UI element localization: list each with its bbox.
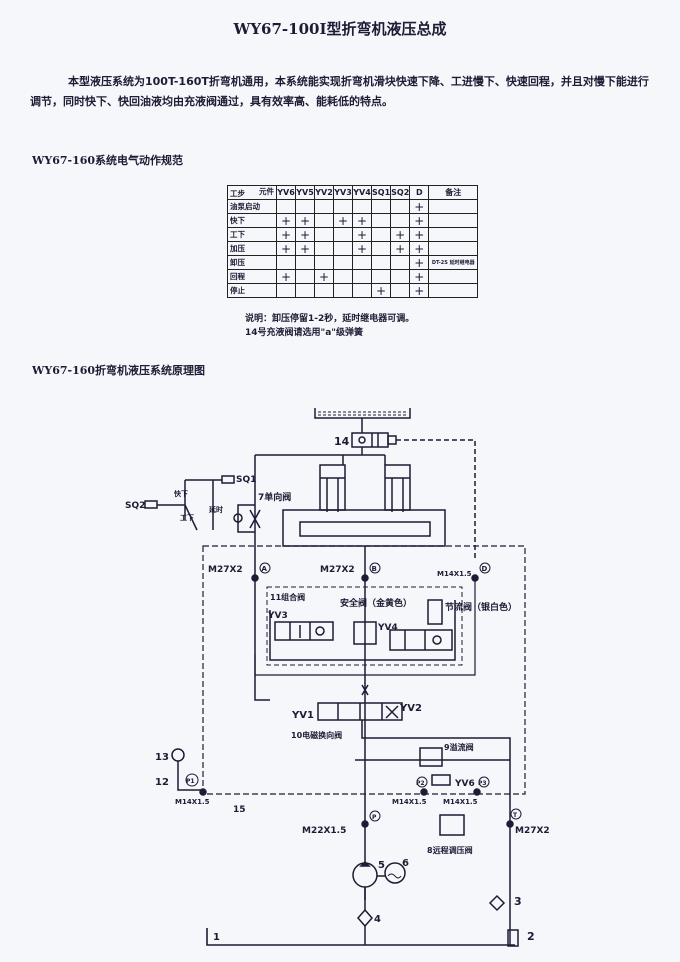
label-3: 3 <box>514 895 522 908</box>
pipe <box>255 454 386 465</box>
cylinder-assembly <box>282 464 446 547</box>
table-row: 卸压+DT-2S 延时继电器 <box>227 255 479 270</box>
label-15: 15 <box>233 805 246 815</box>
label-8: 8远程调压阀 <box>427 845 473 855</box>
label-yv4: YV4 <box>377 623 398 633</box>
note-line: 说明：卸压停留1-2秒，延时继电器可调。 <box>245 314 415 324</box>
label-2: 2 <box>527 930 535 943</box>
port-markers: M27X2 A M27X2 B M14X1.5 D <box>208 546 491 900</box>
table-notes: 说明：卸压停留1-2秒，延时继电器可调。 14号充液阀请选用"a"级弹簧 <box>245 312 414 340</box>
corner-step: 工步 <box>230 189 245 198</box>
return-line: T M27X2 3 2 1 <box>206 808 550 947</box>
column-header: SQ1 <box>370 185 392 200</box>
label-1: 1 <box>213 932 220 943</box>
label-sq2: SQ2 <box>125 501 145 511</box>
port-p3-label: P3 <box>478 780 487 787</box>
label-6: 6 <box>402 858 409 869</box>
manifold-block-outline <box>202 545 526 795</box>
sq1-switch <box>221 475 235 484</box>
port-t-label: T <box>513 812 518 819</box>
label-12: 12 <box>155 777 169 788</box>
combination-valve-11: 11组合阀 YV3 安全阀（金黄色） YV4 节流阀（银白色） <box>254 578 517 676</box>
label-yv6: YV6 <box>454 779 475 789</box>
tank-symbol <box>314 408 411 433</box>
label-sq1: SQ1 <box>236 475 256 485</box>
pump-motor-group: P M22X1.5 5 6 4 <box>302 810 409 945</box>
m22-thread: M22X1.5 <box>302 826 346 836</box>
port-b-label: B <box>372 565 377 573</box>
step-cell: 停止 <box>227 283 277 298</box>
label-delay: 延时 <box>208 505 223 514</box>
table-row: 停止++ <box>227 283 479 298</box>
mark-cell: + <box>370 283 392 298</box>
port-a-thread: M27X2 <box>208 565 243 575</box>
sq2-switch <box>144 500 158 509</box>
mark-cell: + <box>390 227 411 242</box>
port-p-label: P <box>372 814 377 821</box>
mark-cell <box>390 283 411 298</box>
label-9: 9溢流阀 <box>444 742 474 752</box>
label-11: 11组合阀 <box>270 592 305 602</box>
label-work-down: 工下 <box>180 514 194 522</box>
fill-valve-14: 14 <box>334 432 476 560</box>
note-line: 14号充液阀请选用"a"级弹簧 <box>245 328 363 338</box>
port-p1-label: P1 <box>186 778 195 785</box>
label-7: 7单向阀 <box>258 491 291 503</box>
port-d-label: D <box>482 565 488 573</box>
port-b-thread: M27X2 <box>320 565 355 575</box>
table-corner: 工步 元件 <box>227 185 277 200</box>
label-13: 13 <box>155 752 169 763</box>
port-d-thread: M14X1.5 <box>437 570 472 578</box>
m27-thread-t: M27X2 <box>515 826 550 836</box>
m14-thread-c: M14X1.5 <box>443 798 478 806</box>
label-fast-down: 快下 <box>174 489 188 498</box>
check-valve-7: 7单向阀 <box>233 455 291 701</box>
page-title: WY67-100I型折弯机液压总成 <box>233 20 447 38</box>
label-4: 4 <box>374 914 381 925</box>
table-row: 快下+++++ <box>227 213 479 228</box>
directional-valve-10: YV1 YV2 10电磁换向阀 <box>291 684 511 945</box>
note-cell <box>428 283 479 298</box>
label-throttle-valve: 节流阀（银白色） <box>445 601 517 613</box>
m14-thread-b: M14X1.5 <box>392 798 427 806</box>
port-a-label: A <box>262 565 268 573</box>
port-p2-label: P2 <box>416 780 425 787</box>
label-10: 10电磁换向阀 <box>291 730 342 740</box>
label-14: 14 <box>334 435 350 448</box>
intro-paragraph: 本型液压系统为100T-160T折弯机通用，本系统能实现折弯机滑块快速下降、工进… <box>30 75 649 108</box>
relief-valves: 9溢流阀 YV6 P2 P3 M14X1.5 M14X1.5 8远程调压阀 <box>355 742 510 855</box>
limit-switch-group: SQ1 SQ2 快下 工下 延时 <box>125 475 256 531</box>
label-5: 5 <box>378 860 385 871</box>
corner-elem: 元件 <box>259 187 274 196</box>
pressure-gauge-13: 13 12 P1 M14X1.5 15 <box>155 748 246 815</box>
label-safety-valve: 安全阀（金黄色） <box>340 597 412 609</box>
section-electrical-heading: WY67-160系统电气动作规范 <box>32 154 184 167</box>
section-diagram-heading: WY67-160折弯机液压系统原理图 <box>32 364 206 377</box>
label-yv1: YV1 <box>291 710 314 721</box>
label-yv2: YV2 <box>399 703 422 714</box>
m14-thread-a: M14X1.5 <box>175 798 210 806</box>
label-yv3: YV3 <box>267 611 288 621</box>
